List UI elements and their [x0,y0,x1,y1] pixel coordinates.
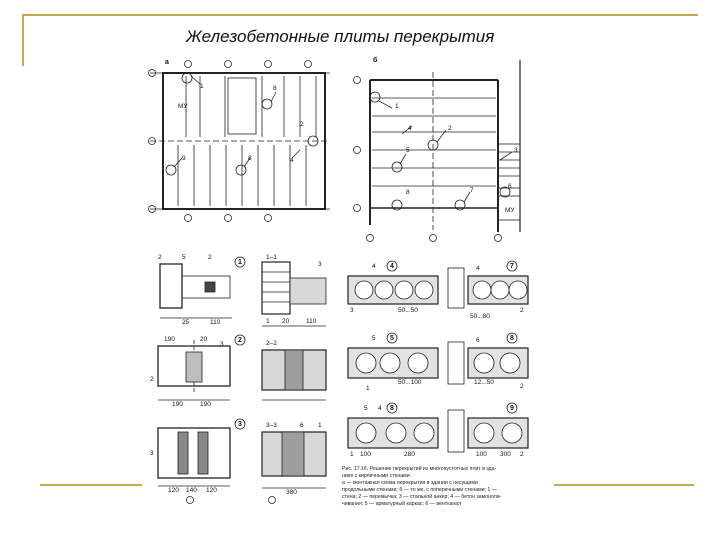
figure-caption: Рис. 17.16. Решение перекрытий из многоп… [342,465,502,507]
svg-text:3: 3 [318,261,322,268]
frame-left-line [22,14,24,66]
svg-text:4: 4 [290,157,294,164]
svg-text:1: 1 [200,83,204,90]
caption-line: стена; 2 — перемычка; 3 — стальной анкер… [342,493,502,500]
svg-text:2: 2 [520,383,524,390]
svg-text:25: 25 [182,319,190,326]
plan-a [148,60,330,222]
svg-text:3: 3 [238,421,242,428]
svg-text:7: 7 [510,263,514,270]
accent-line-right [554,484,694,486]
svg-text:9: 9 [182,155,186,162]
svg-text:3–3: 3–3 [266,422,277,429]
svg-text:1: 1 [238,259,242,266]
svg-text:12...50: 12...50 [474,379,494,386]
svg-text:5: 5 [364,405,368,412]
svg-text:4: 4 [390,263,394,270]
caption-line: а — монтажная схема перекрытия в здании … [342,480,478,486]
svg-text:20: 20 [282,318,290,325]
plan-a-letter: а [165,59,169,66]
svg-text:7: 7 [470,187,474,194]
svg-text:50...100: 50...100 [398,379,422,386]
details-left [157,256,327,504]
svg-text:4: 4 [476,265,480,272]
svg-text:100: 100 [476,451,487,458]
svg-text:380: 380 [286,489,297,496]
svg-text:5: 5 [372,335,376,342]
svg-text:140: 140 [186,487,197,494]
svg-text:2: 2 [448,125,452,132]
svg-text:110: 110 [306,318,317,325]
svg-text:120: 120 [168,487,179,494]
slide-title: Железобетонные плиты перекрытия [186,27,495,46]
svg-text:3: 3 [514,147,518,154]
svg-text:120: 120 [206,487,217,494]
accent-line-left [40,484,142,486]
details-right [347,260,529,453]
svg-text:3: 3 [350,307,354,314]
svg-text:8: 8 [390,405,394,412]
svg-text:1: 1 [366,385,370,392]
svg-text:50...50: 50...50 [398,307,418,314]
svg-text:5: 5 [390,335,394,342]
svg-text:190: 190 [172,401,183,408]
svg-text:300: 300 [500,451,511,458]
svg-text:8: 8 [248,155,252,162]
svg-text:280: 280 [404,451,415,458]
svg-text:1: 1 [350,451,354,458]
caption-line: продольными стенами; б — то же, с попере… [342,487,498,493]
svg-text:8: 8 [510,335,514,342]
svg-text:1–1: 1–1 [266,254,277,261]
svg-text:2: 2 [238,337,242,344]
svg-text:1: 1 [266,318,270,325]
svg-text:5: 5 [406,147,410,154]
svg-text:6: 6 [476,337,480,344]
svg-text:МУ: МУ [505,207,515,214]
svg-text:3: 3 [220,341,224,348]
svg-text:2: 2 [520,451,524,458]
plan-b-labels: б 1 4 2 5 3 8 7 6 МУ [373,56,518,214]
svg-text:50...80: 50...80 [470,313,490,320]
svg-text:110: 110 [210,319,221,326]
caption-line: чивания; 5 — арматурный каркас; 6 — вент… [342,500,461,507]
caption-line: ниях с кирпичными стенами: [342,473,411,479]
svg-text:2: 2 [158,254,162,261]
svg-text:190: 190 [164,336,175,343]
svg-text:2–2: 2–2 [266,340,277,347]
svg-text:9: 9 [510,405,514,412]
svg-text:1: 1 [395,103,399,110]
details-right-labels: 4 4 7 4 3 2 50...50 50...80 5 5 8 6 2 1 … [350,263,524,458]
svg-text:100: 100 [360,451,371,458]
svg-text:8: 8 [406,189,410,196]
svg-text:МУ: МУ [178,103,188,110]
frame-top-line [22,14,698,16]
details-left-labels: 2 5 2 1 1–1 3 1 20 110 25 110 190 20 3 2… [150,254,322,496]
svg-text:1: 1 [318,422,322,429]
svg-text:6: 6 [300,422,304,429]
svg-text:2: 2 [208,254,212,261]
svg-text:2: 2 [520,307,524,314]
svg-text:8: 8 [273,85,277,92]
plan-a-labels: а 1 8 МУ 2 9 8 4 [165,59,304,164]
svg-text:4: 4 [408,125,412,132]
svg-text:4: 4 [378,405,382,412]
svg-text:4: 4 [372,263,376,270]
plan-b-letter: б [373,56,378,64]
svg-text:5: 5 [182,254,186,261]
svg-text:190: 190 [200,401,211,408]
svg-text:3: 3 [150,450,154,457]
svg-text:20: 20 [200,336,208,343]
plan-b [353,60,521,242]
svg-text:2: 2 [150,376,154,383]
svg-text:6: 6 [508,183,512,190]
svg-text:2: 2 [300,121,304,128]
caption-line: Рис. 17.16. Решение перекрытий из многоп… [342,465,497,472]
